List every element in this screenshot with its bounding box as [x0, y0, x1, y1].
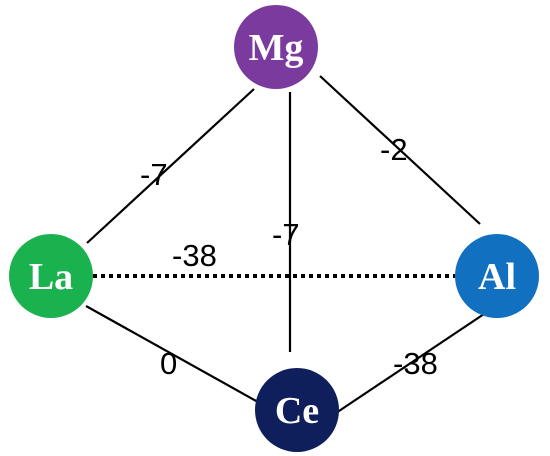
node-mg-circle — [234, 5, 318, 89]
node-la-circle — [9, 234, 93, 318]
edge-label-la-al: -38 — [172, 238, 217, 273]
node-ce: Ce — [255, 368, 339, 452]
node-mg: Mg — [234, 5, 318, 89]
edge-label-mg-al: -2 — [380, 132, 408, 167]
edge-mg-la — [86, 88, 255, 244]
edge-la-ce — [85, 305, 259, 403]
edge-label-ce-al: -38 — [393, 346, 438, 381]
edge-label-mg-ce: -7 — [272, 217, 300, 252]
edge-label-la-ce: 0 — [160, 346, 177, 381]
edge-ce-al — [335, 309, 491, 414]
node-al-circle — [455, 234, 539, 318]
node-al-label: Al — [478, 256, 516, 298]
edge-label-mg-la: -7 — [140, 157, 168, 192]
node-ce-circle — [255, 368, 339, 452]
edge-mg-al — [319, 75, 481, 225]
node-la-label: La — [29, 256, 73, 298]
node-la: La — [9, 234, 93, 318]
node-mg-label: Mg — [249, 27, 304, 69]
node-al: Al — [455, 234, 539, 318]
node-ce-label: Ce — [275, 390, 319, 432]
